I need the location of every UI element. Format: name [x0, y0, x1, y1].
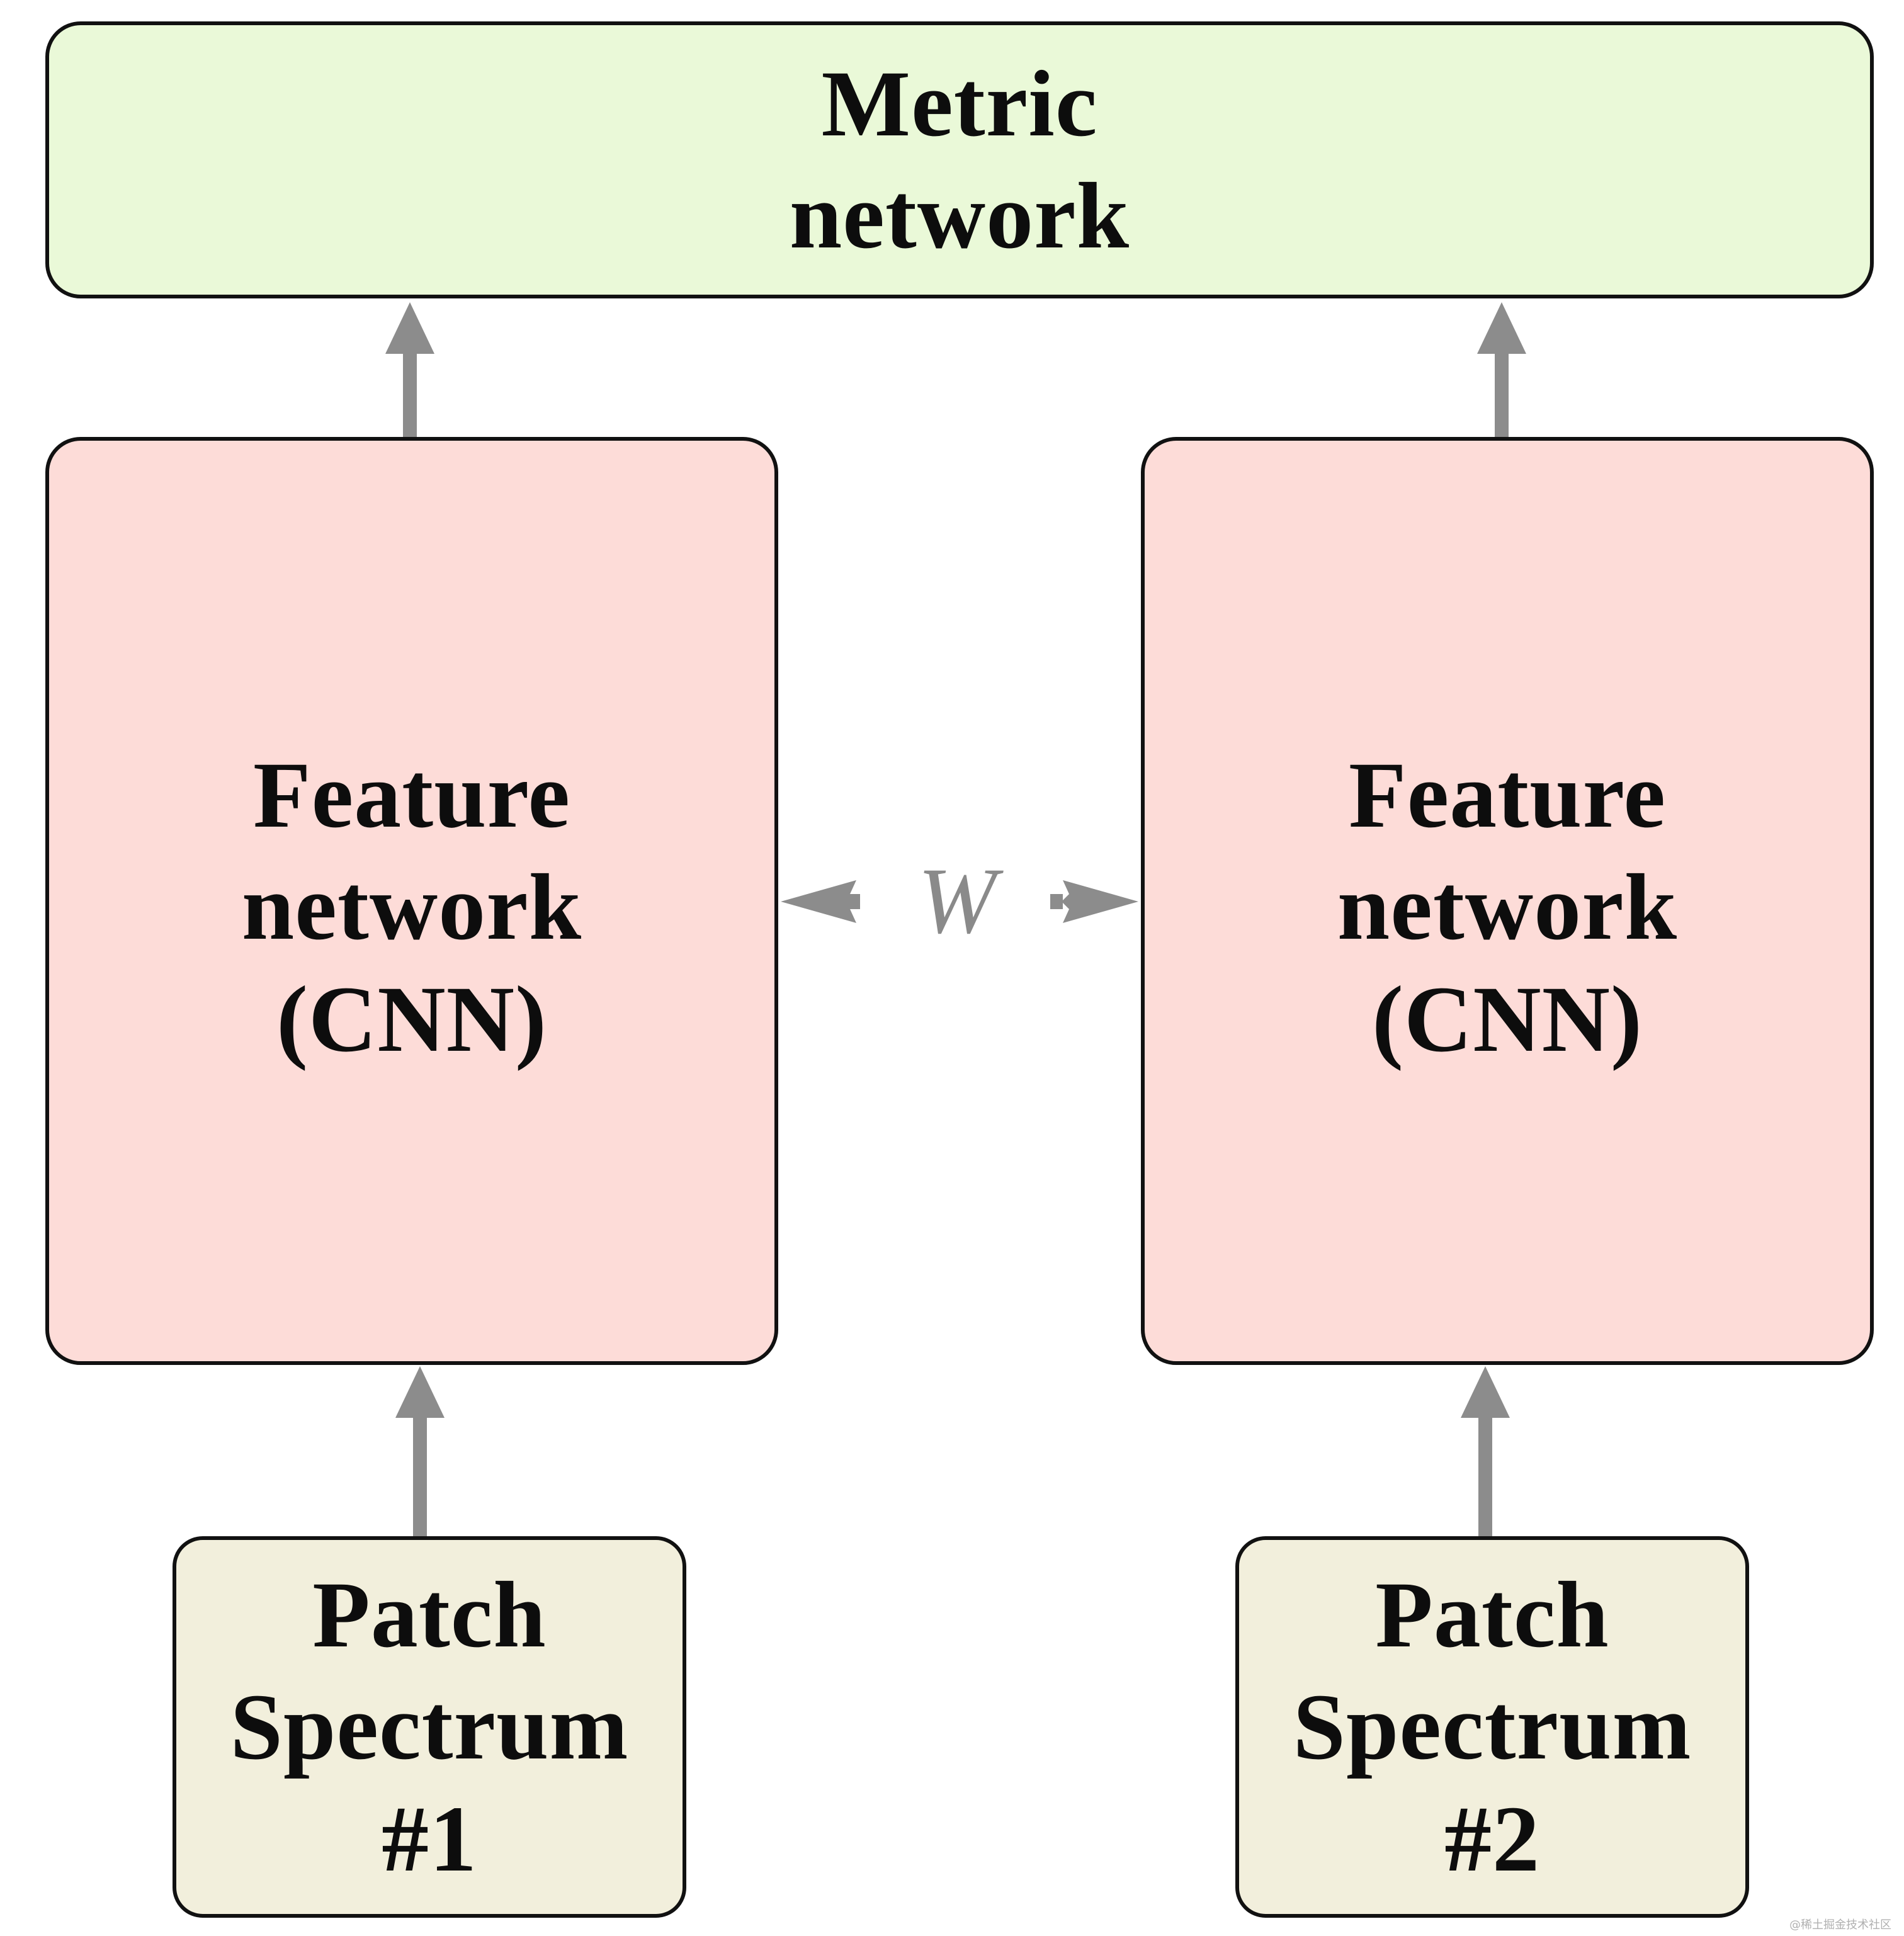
metric-network-line-1: Metric [821, 52, 1098, 156]
feature-right-line-3: (CNN) [1372, 967, 1643, 1072]
patch-spectrum-2-label: Patch Spectrum #2 [1293, 1559, 1692, 1895]
patch2-line-3: #2 [1444, 1787, 1540, 1891]
patch2-line-2: Spectrum [1293, 1675, 1692, 1779]
feature-network-left-box: Feature network (CNN) [45, 437, 778, 1365]
arrow-patch2-to-right-feature [1461, 1366, 1510, 1537]
metric-network-label: Metric network [790, 48, 1130, 272]
feature-left-line-1: Feature [252, 743, 571, 847]
arrow-right-feature-to-metric [1477, 302, 1526, 438]
patch-spectrum-2-box: Patch Spectrum #2 [1235, 1536, 1749, 1918]
arrow-patch1-to-left-feature [395, 1366, 445, 1537]
metric-network-box: Metric network [45, 21, 1874, 298]
patch1-line-2: Spectrum [230, 1675, 629, 1779]
feature-network-right-label: Feature network (CNN) [1337, 739, 1677, 1075]
patch-spectrum-1-box: Patch Spectrum #1 [173, 1536, 686, 1918]
metric-network-line-2: network [789, 164, 1130, 268]
patch2-line-1: Patch [1375, 1563, 1609, 1667]
feature-right-line-2: network [1337, 855, 1678, 960]
feature-network-left-label: Feature network (CNN) [242, 739, 582, 1075]
feature-network-right-box: Feature network (CNN) [1141, 437, 1874, 1365]
arrow-left-feature-to-metric [385, 302, 434, 438]
feature-right-line-1: Feature [1348, 743, 1667, 847]
feature-left-line-2: network [241, 855, 582, 960]
patch-spectrum-1-label: Patch Spectrum #1 [230, 1559, 629, 1895]
patch1-line-3: #1 [382, 1787, 477, 1891]
shared-weight-arrow-right [1050, 880, 1138, 923]
watermark: @稀土掘金技术社区 [1789, 1918, 1891, 1932]
feature-left-line-3: (CNN) [276, 967, 547, 1072]
shared-weight-arrow-left [781, 880, 860, 923]
shared-weight-label: W [917, 849, 997, 953]
patch1-line-1: Patch [312, 1563, 547, 1667]
